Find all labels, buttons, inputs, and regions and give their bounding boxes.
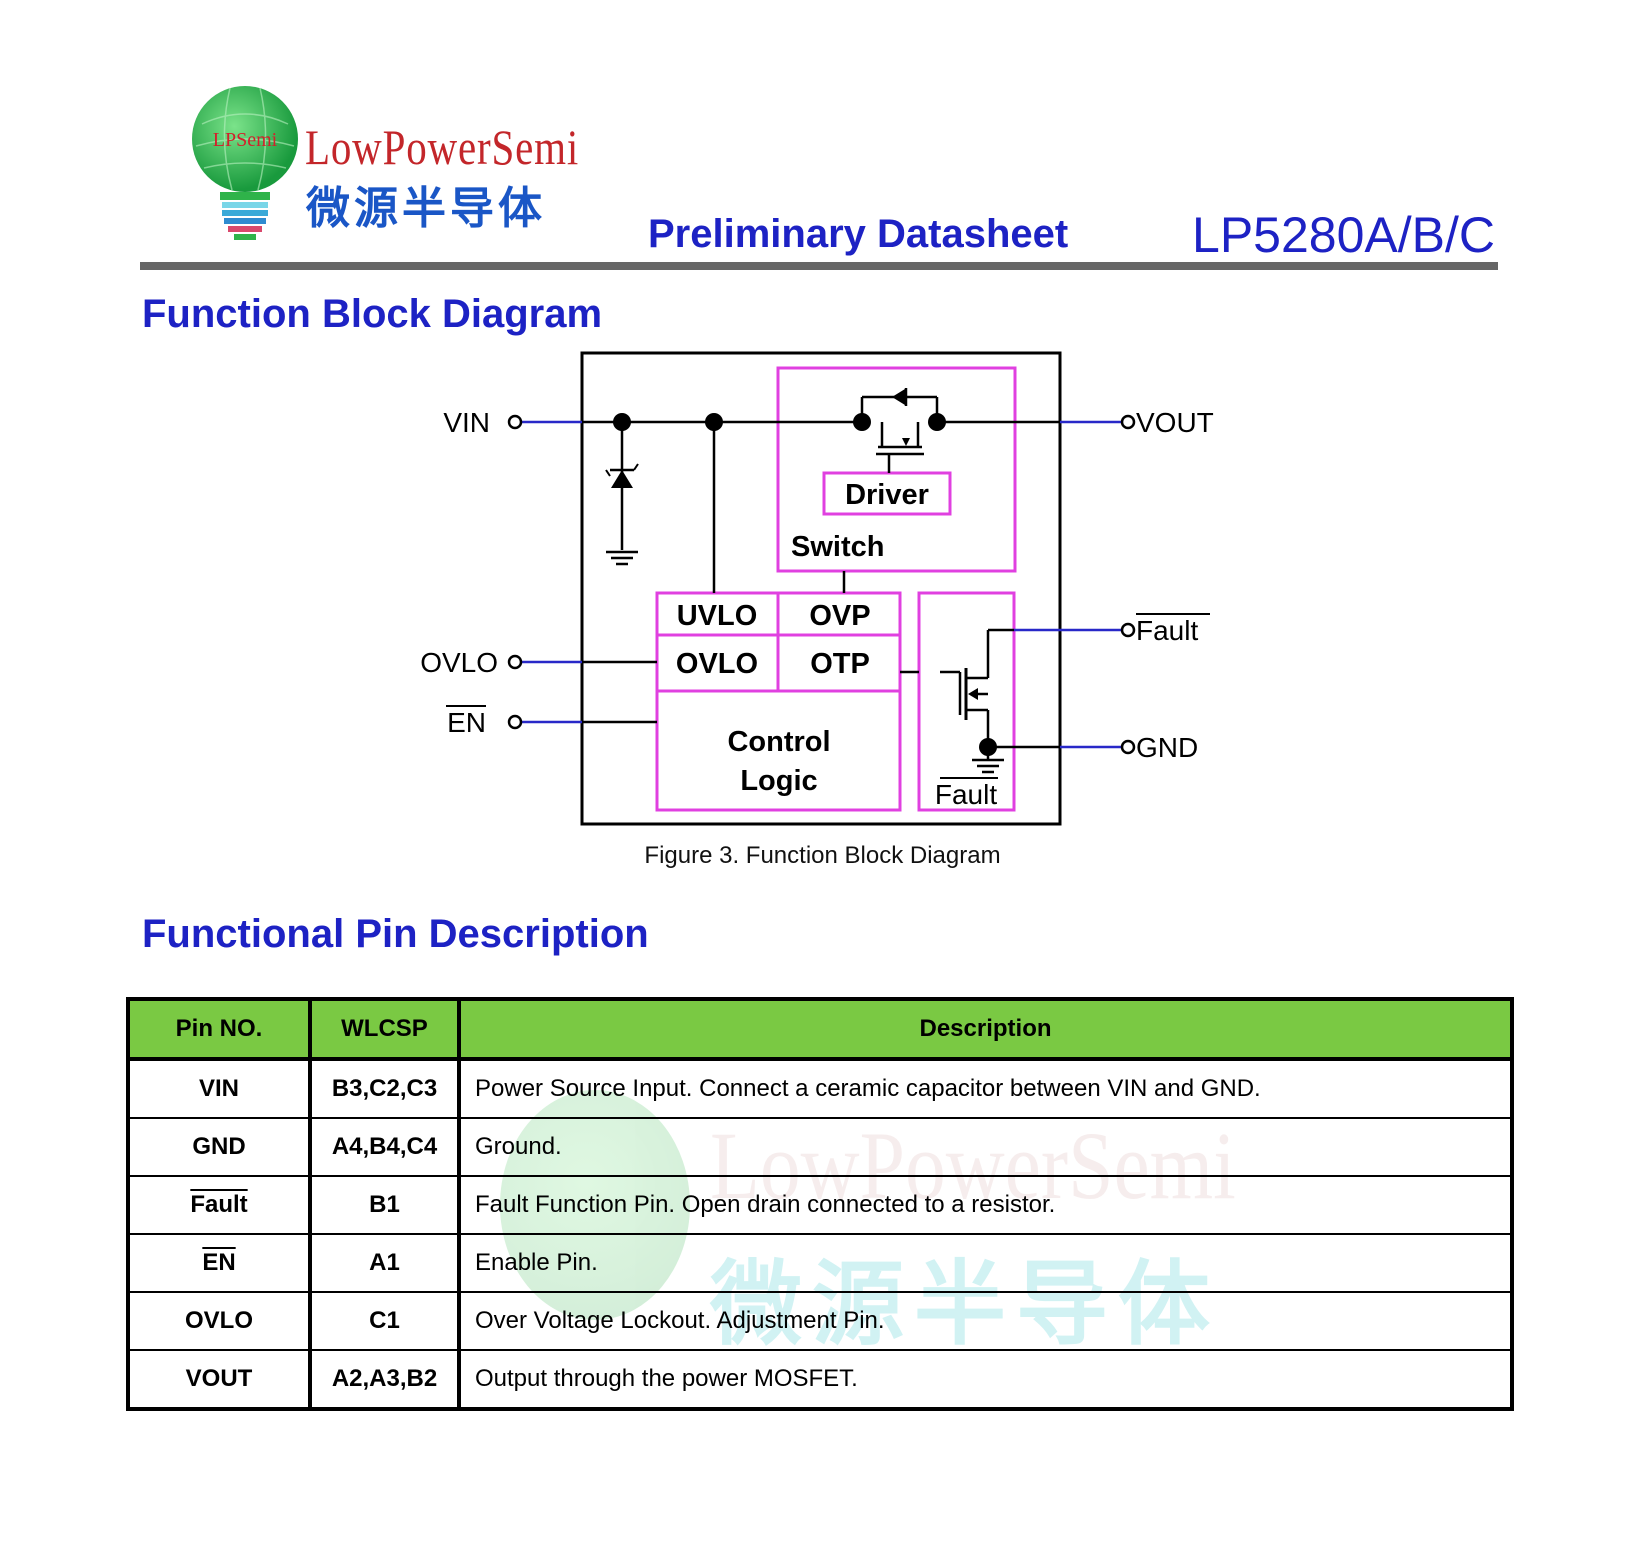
pin-description-table: Pin NO. WLCSP Description VIN B3,C2,C3 P… <box>126 997 1514 1411</box>
pin-description: Fault Function Pin. Open drain connected… <box>458 1175 1513 1235</box>
pin-name: VOUT <box>127 1349 312 1410</box>
column-header-description: Description <box>458 998 1513 1061</box>
block-label-switch: Switch <box>791 531 884 563</box>
pin-label-vin: VIN <box>443 407 490 438</box>
block-label-ovp: OVP <box>809 600 870 632</box>
pin-description: Power Source Input. Connect a ceramic ca… <box>458 1058 1513 1119</box>
column-header-wlcsp: WLCSP <box>309 998 461 1061</box>
pin-label-fault: Fault <box>1136 615 1198 646</box>
column-header-pin: Pin NO. <box>127 998 312 1061</box>
pin-description: Output through the power MOSFET. <box>458 1349 1513 1410</box>
block-label-otp: OTP <box>810 648 870 680</box>
pin-label-en: EN <box>447 707 486 738</box>
pin-terminal-ovlo <box>507 654 523 670</box>
fault-block <box>917 591 1016 812</box>
pin-terminal-vout <box>1120 414 1136 430</box>
table-row: OVLO C1 Over Voltage Lockout. Adjustment… <box>127 1291 1513 1351</box>
wlcsp-balls: A1 <box>309 1233 461 1293</box>
brand-name-chinese: 微源半导体 <box>306 183 546 234</box>
block-label-logic: Logic <box>740 765 817 797</box>
section-title-pin-description: Functional Pin Description <box>142 912 649 956</box>
pin-description: Enable Pin. <box>458 1233 1513 1293</box>
pin-name: GND <box>127 1117 312 1177</box>
pin-description: Ground. <box>458 1117 1513 1177</box>
pin-label-ovlo: OVLO <box>420 647 498 678</box>
brand-name-english: LowPowerSemi <box>305 119 580 175</box>
switch-block <box>776 366 1017 573</box>
pin-name: VIN <box>127 1058 312 1119</box>
block-label-control: Control <box>727 726 830 758</box>
pin-terminal-fault <box>1120 622 1136 638</box>
table-row: EN A1 Enable Pin. <box>127 1233 1513 1293</box>
driver-block <box>822 471 952 516</box>
pin-terminal-en <box>507 714 523 730</box>
pin-name: EN <box>127 1233 312 1293</box>
wlcsp-balls: A4,B4,C4 <box>309 1117 461 1177</box>
block-label-fault: Fault <box>935 779 997 810</box>
wlcsp-balls: B3,C2,C3 <box>309 1058 461 1119</box>
ic-outline <box>580 351 1062 826</box>
protection-control-block <box>655 591 902 812</box>
pin-label-gnd: GND <box>1136 732 1198 763</box>
pin-label-vout: VOUT <box>1136 407 1214 438</box>
table-header-row: Pin NO. WLCSP Description <box>127 998 1513 1061</box>
table-row: Fault B1 Fault Function Pin. Open drain … <box>127 1175 1513 1235</box>
wlcsp-balls: C1 <box>309 1291 461 1351</box>
pin-description: Over Voltage Lockout. Adjustment Pin. <box>458 1291 1513 1351</box>
company-logo-bulb: LPSemi <box>192 86 298 240</box>
pin-name: OVLO <box>127 1291 312 1351</box>
table-row: GND A4,B4,C4 Ground. <box>127 1117 1513 1177</box>
pin-name: Fault <box>127 1175 312 1235</box>
header-rule <box>140 262 1498 270</box>
wlcsp-balls: B1 <box>309 1175 461 1235</box>
block-label-driver: Driver <box>845 479 929 511</box>
part-number: LP5280A/B/C <box>1192 207 1495 263</box>
wlcsp-balls: A2,A3,B2 <box>309 1349 461 1410</box>
pin-terminal-gnd <box>1120 739 1136 755</box>
section-title-block-diagram: Function Block Diagram <box>142 292 603 336</box>
figure-caption: Figure 3. Function Block Diagram <box>644 842 1001 869</box>
block-label-ovlo: OVLO <box>676 648 758 680</box>
logo-badge-text: LPSemi <box>213 129 278 151</box>
document-type: Preliminary Datasheet <box>648 212 1069 256</box>
table-row: VOUT A2,A3,B2 Output through the power M… <box>127 1349 1513 1410</box>
block-label-uvlo: UVLO <box>677 600 758 632</box>
table-row: VIN B3,C2,C3 Power Source Input. Connect… <box>127 1058 1513 1119</box>
pin-terminal-vin <box>507 414 523 430</box>
